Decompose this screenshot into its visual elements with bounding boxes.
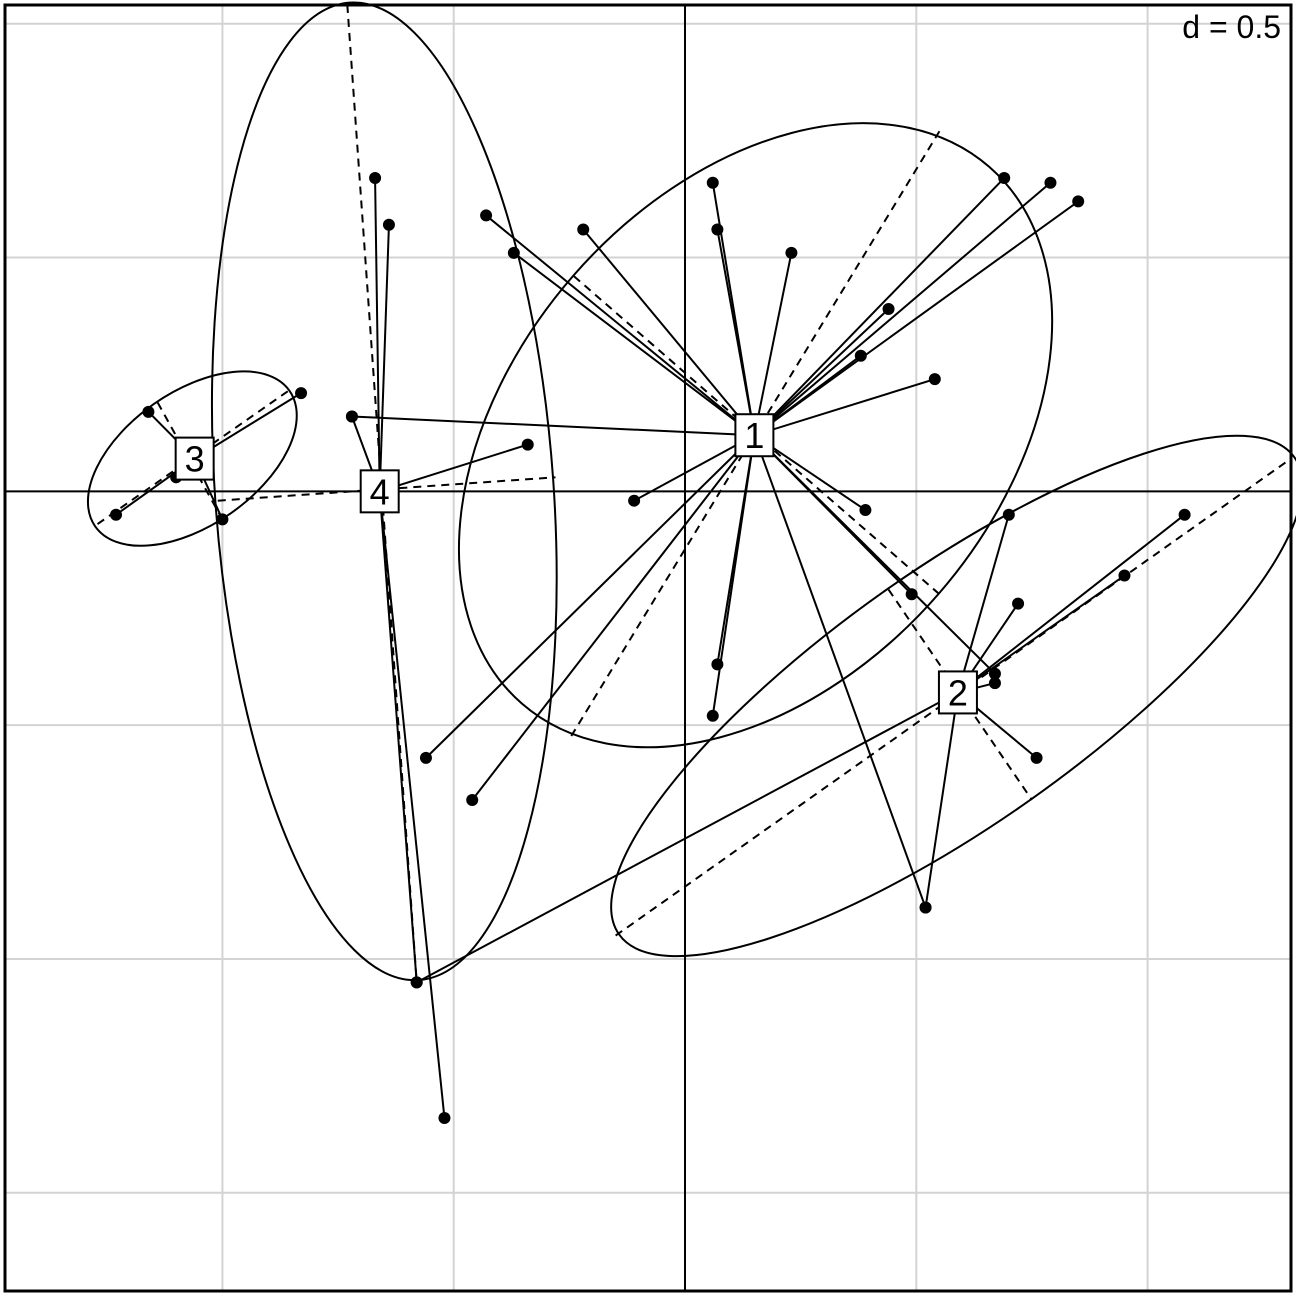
star-line-group-1: [485, 214, 756, 436]
star-line-group-4: [378, 224, 390, 492]
star-line-group-4: [378, 491, 446, 1119]
star-line-group-4: [379, 443, 529, 493]
data-point: [998, 172, 1011, 185]
star-line-group-1: [471, 434, 756, 801]
star-line-group-2: [957, 513, 1186, 694]
data-point: [480, 209, 493, 222]
data-point: [410, 976, 423, 989]
label-text-group-2: 2: [948, 672, 968, 713]
data-point: [988, 667, 1001, 680]
label-box-group-3: [174, 436, 215, 481]
star-line-group-1: [425, 434, 756, 759]
star-line-group-1: [753, 200, 1079, 437]
star-line-group-2: [956, 514, 1010, 693]
data-point: [1002, 508, 1015, 521]
star-line-group-1: [753, 308, 890, 436]
data-point: [507, 246, 520, 259]
star-line-group-4: [378, 491, 418, 983]
data-point: [882, 302, 895, 315]
data-point: [988, 677, 1001, 690]
data-point: [345, 410, 358, 423]
data-point: [1044, 176, 1057, 189]
ellipse-group-2: [610, 434, 1296, 958]
star-line-group-1: [753, 177, 1005, 436]
data-point: [706, 709, 719, 722]
star-line-group-1: [716, 229, 756, 436]
star-line-group-2: [957, 574, 1126, 694]
data-point: [466, 793, 479, 806]
data-point: [382, 218, 395, 231]
data-point: [419, 751, 432, 764]
data-point: [295, 387, 308, 400]
data-point: [854, 349, 867, 362]
data-point: [1030, 751, 1043, 764]
data-point: [711, 658, 724, 671]
grid: [5, 5, 1291, 1291]
data-point: [785, 246, 798, 259]
label-box-group-2: [937, 670, 978, 715]
plot-frame: [3, 3, 1293, 1293]
data-point: [1072, 195, 1085, 208]
data-point: [521, 438, 534, 451]
data-point: [1012, 597, 1025, 610]
data-point: [905, 588, 918, 601]
origin-axes: [5, 5, 1291, 1291]
label-text-group-4: 4: [370, 471, 390, 512]
data-point: [711, 223, 724, 236]
label-text-group-3: 3: [185, 439, 205, 480]
label-box-group-4: [359, 469, 400, 514]
data-point: [628, 494, 641, 507]
data-point: [438, 1111, 451, 1124]
star-line-group-1: [753, 434, 927, 908]
data-point: [1118, 569, 1131, 582]
star-line-group-1: [753, 434, 996, 675]
data-point: [110, 508, 123, 521]
star-line-group-4: [374, 178, 381, 492]
data-point: [919, 901, 932, 914]
star-line-group-1: [513, 252, 755, 437]
star-line-group-2: [924, 692, 959, 908]
label-box-group-1: [734, 413, 775, 458]
data-point: [928, 373, 941, 386]
ellipse-group-3: [86, 370, 298, 547]
label-text-group-1: 1: [744, 415, 764, 456]
star-line-group-1: [633, 434, 755, 502]
group-labels: 1 2 3 4: [174, 413, 978, 715]
group-star-lines: [115, 177, 1186, 1119]
star-line-group-1: [753, 252, 793, 436]
star-line-group-1: [351, 415, 755, 437]
scale-label: d = 0.5: [1182, 9, 1281, 45]
star-line-group-1: [753, 181, 1052, 436]
data-point: [142, 405, 155, 418]
data-point: [369, 172, 382, 185]
data-point: [859, 504, 872, 517]
star-line-group-1: [754, 378, 936, 437]
data-point: [1178, 508, 1191, 521]
data-point: [706, 176, 719, 189]
star-line-group-1: [582, 228, 756, 436]
star-line-group-2: [416, 691, 959, 984]
data-point: [577, 223, 590, 236]
data-point: [216, 513, 229, 526]
